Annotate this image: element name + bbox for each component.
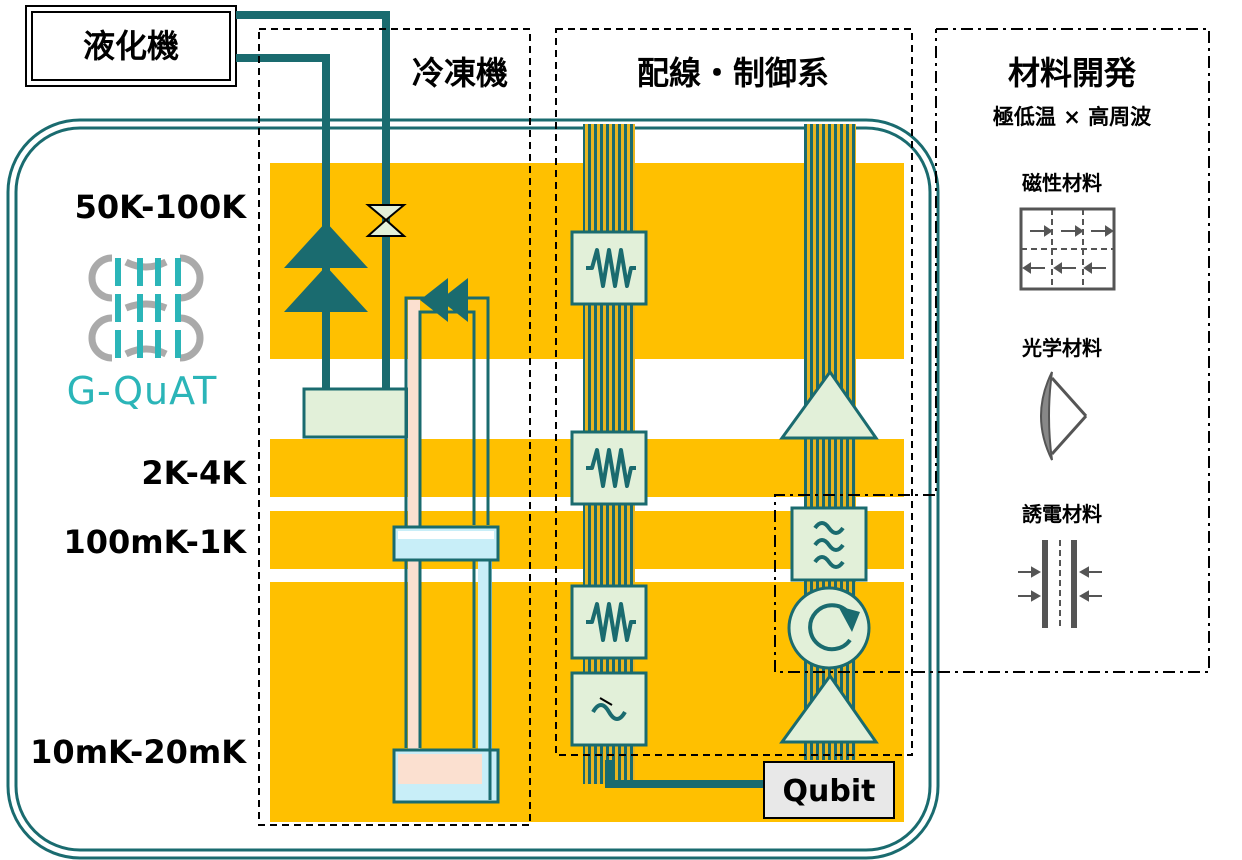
filter-right <box>790 506 868 582</box>
attenuator-1 <box>570 230 648 306</box>
check-valve-icon <box>284 222 368 312</box>
optical-material-icon <box>1040 371 1088 461</box>
dielectric-material-icon <box>1018 540 1102 628</box>
gquat-logo: G-QuAT <box>67 254 218 413</box>
filter-icon <box>591 703 627 721</box>
supply-pipe <box>236 11 390 390</box>
attenuator-3 <box>570 584 648 660</box>
wiring-control-title: 配線・制御系 <box>637 54 829 92</box>
materials-title: 材料開発 <box>1008 54 1137 92</box>
qubit-line <box>605 760 768 788</box>
qubit-label: Qubit <box>783 774 876 809</box>
optical-material-label: 光学材料 <box>1021 336 1102 360</box>
filter-left <box>570 671 648 747</box>
wiring-control-frame <box>555 28 913 756</box>
attenuator-icon <box>586 448 636 488</box>
refrigerator-title: 冷凍機 <box>412 54 508 92</box>
attenuator-2 <box>570 430 648 506</box>
materials-subtitle: 極低温 × 高周波 <box>993 105 1152 129</box>
stage-label-50k-100k: 50K-100K <box>75 188 248 226</box>
amplifier-lower <box>779 673 879 744</box>
valve-icon <box>365 204 407 237</box>
materials-frame <box>774 28 1210 673</box>
dilution-unit <box>392 278 500 804</box>
stage-label-2k-4k: 2K-4K <box>141 454 247 492</box>
stage-label-10mk-20mk: 10mK-20mK <box>30 733 247 771</box>
qubit-box: Qubit <box>763 761 895 819</box>
amplifier-upper <box>779 369 879 440</box>
flow-arrow-icon <box>420 278 468 322</box>
liquefier-box: 液化機 <box>25 5 237 87</box>
liquefier-label: 液化機 <box>83 27 179 65</box>
attenuator-icon <box>586 602 636 642</box>
magnetic-material-icon <box>1019 207 1116 291</box>
amplifier-icon <box>779 369 879 440</box>
stage-label-100mk-1k: 100mK-1K <box>64 523 248 561</box>
magnetic-material-label: 磁性材料 <box>1022 171 1102 195</box>
heat-exchanger-box <box>302 387 410 439</box>
circulator <box>787 586 871 670</box>
cryostat-vessel-outer <box>6 118 940 860</box>
circulator-icon <box>808 603 852 652</box>
amplifier-icon <box>779 673 879 744</box>
refrigerator-frame <box>258 28 531 826</box>
attenuator-icon <box>586 248 636 288</box>
logo-text: G-QuAT <box>67 369 218 413</box>
cryostat-vessel-inner <box>14 126 932 852</box>
dielectric-material-label: 誘電材料 <box>1022 502 1102 526</box>
filter-icon <box>813 521 845 535</box>
